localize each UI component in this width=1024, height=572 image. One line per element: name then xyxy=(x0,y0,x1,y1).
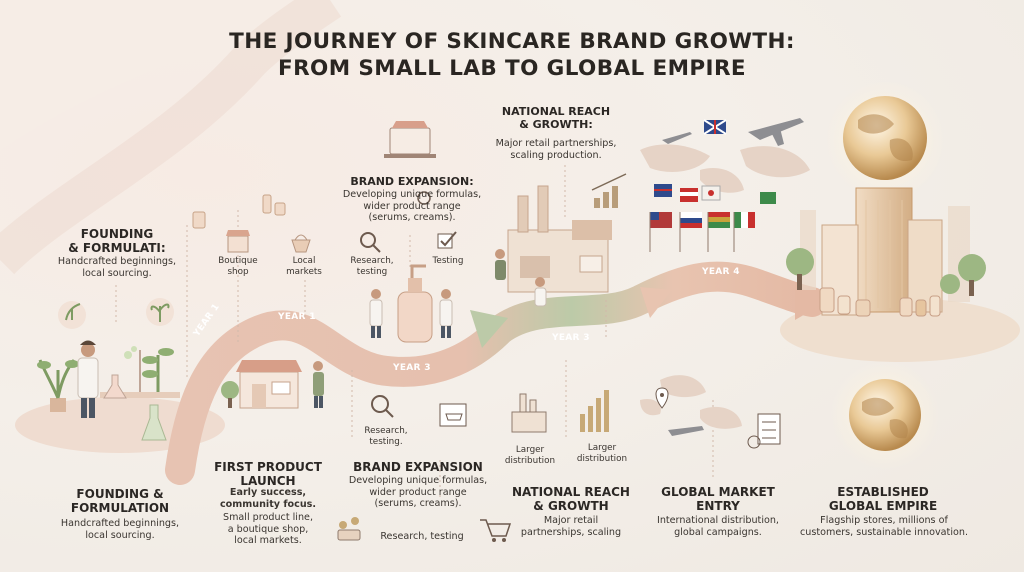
checklist-icon xyxy=(747,413,781,449)
location-pin-icon xyxy=(655,387,669,409)
plant-icon xyxy=(58,298,174,329)
brand-expansion-heading-top: BRAND EXPANSION: xyxy=(350,175,474,188)
boutique-shop-icon xyxy=(236,360,302,409)
flag-icon xyxy=(649,119,776,252)
boutique-label: Boutique shop xyxy=(218,256,258,277)
research-label-top: Research, testing xyxy=(350,256,394,277)
timeline-arrow-3 xyxy=(795,282,826,320)
worker-icon xyxy=(495,249,547,307)
plant-icon xyxy=(142,348,174,392)
founding-heading-top: FOUNDING & FORMULATI: xyxy=(68,227,166,255)
national-heading-bottom: NATIONAL REACH & GROWTH xyxy=(512,485,630,513)
national-desc-bottom: Major retail partnerships, scaling xyxy=(520,515,622,538)
first-product-desc: Small product line, a boutique shop, loc… xyxy=(222,512,313,547)
testing-label-top: Testing xyxy=(432,256,464,266)
shopping-cart-icon xyxy=(480,519,512,542)
plant-icon xyxy=(221,381,239,408)
year-label-2: YEAR 3 xyxy=(393,363,431,373)
year-label-1: YEAR 1 xyxy=(278,312,316,322)
global-entry-heading: GLOBAL MARKET ENTRY xyxy=(661,485,775,513)
team-icon xyxy=(337,517,361,541)
scientist-icon xyxy=(369,289,453,338)
globe-icon xyxy=(849,379,921,451)
global-entry-desc: International distribution, global campa… xyxy=(656,515,779,538)
world-map-icon xyxy=(640,144,810,429)
market-basket-icon xyxy=(291,234,311,253)
page-title: THE JOURNEY OF SKINCARE BRAND GROWTH: FR… xyxy=(170,29,854,83)
person-icon xyxy=(313,361,324,408)
scientist-icon xyxy=(77,340,99,418)
larger-distribution-label-2: Larger distribution xyxy=(576,443,628,464)
cosmetic-bottle-icon xyxy=(397,264,433,343)
bar-chart-icon xyxy=(591,173,627,208)
brand-expansion-heading-bottom: BRAND EXPANSION xyxy=(353,460,483,474)
first-product-heading: FIRST PRODUCT LAUNCH xyxy=(214,460,322,488)
laptop-shop-icon xyxy=(384,121,436,158)
brand-expansion-desc-bottom: Developing unique formulas, wider produc… xyxy=(348,475,488,510)
bar-chart-icon xyxy=(580,390,609,432)
checkbox-icon xyxy=(437,231,457,249)
national-heading-top: NATIONAL REACH & GROWTH: xyxy=(501,105,611,131)
research-testing-label: Research, testing. xyxy=(364,426,408,447)
plant-icon xyxy=(786,248,986,296)
year-label-4: YEAR 4 xyxy=(702,267,740,277)
larger-distribution-label-1: Larger distribution xyxy=(504,445,556,466)
plant-icon xyxy=(37,359,79,412)
founding-desc-bottom: Handcrafted beginnings, local sourcing. xyxy=(60,518,180,541)
local-markets-label: Local markets xyxy=(286,256,322,277)
title-line-1: THE JOURNEY OF SKINCARE BRAND GROWTH: xyxy=(229,29,795,54)
connector-lines xyxy=(115,165,714,500)
cosmetic-bottle-icon xyxy=(192,194,286,229)
background-swoosh xyxy=(0,0,330,150)
factory-icon xyxy=(511,393,547,433)
title-line-2: FROM SMALL LAB TO GLOBAL EMPIRE xyxy=(278,55,746,81)
research-testing-label-2: Research, testing xyxy=(380,531,464,542)
brand-expansion-desc-top: Developing unique formulas, wider produc… xyxy=(342,189,482,224)
timeline-arrow-2 xyxy=(640,287,672,318)
national-desc-top: Major retail partnerships, scaling produ… xyxy=(495,138,617,161)
flask-icon xyxy=(100,346,180,441)
airplane-icon xyxy=(662,118,804,436)
magnifier-icon xyxy=(360,232,394,418)
globe-icon xyxy=(843,96,927,180)
first-product-sub: Early success, community focus. xyxy=(219,487,317,510)
founding-heading-bottom: FOUNDING & FORMULATION xyxy=(70,487,170,515)
cosmetic-bottle-icon xyxy=(819,287,941,317)
magnifier-icon xyxy=(417,191,431,205)
timeline-arrow-1 xyxy=(470,310,508,348)
background-swoosh-band xyxy=(0,0,342,275)
established-heading: ESTABLISHED GLOBAL EMPIRE xyxy=(828,485,938,513)
laptop-shop-icon xyxy=(439,403,467,427)
year-label-3: YEAR 3 xyxy=(552,333,590,343)
established-desc: Flagship stores, millions of customers, … xyxy=(799,515,968,538)
founding-desc-top: Handcrafted beginnings, local sourcing. xyxy=(57,256,177,279)
factory-icon xyxy=(507,185,612,293)
boutique-shop-icon xyxy=(226,230,250,253)
